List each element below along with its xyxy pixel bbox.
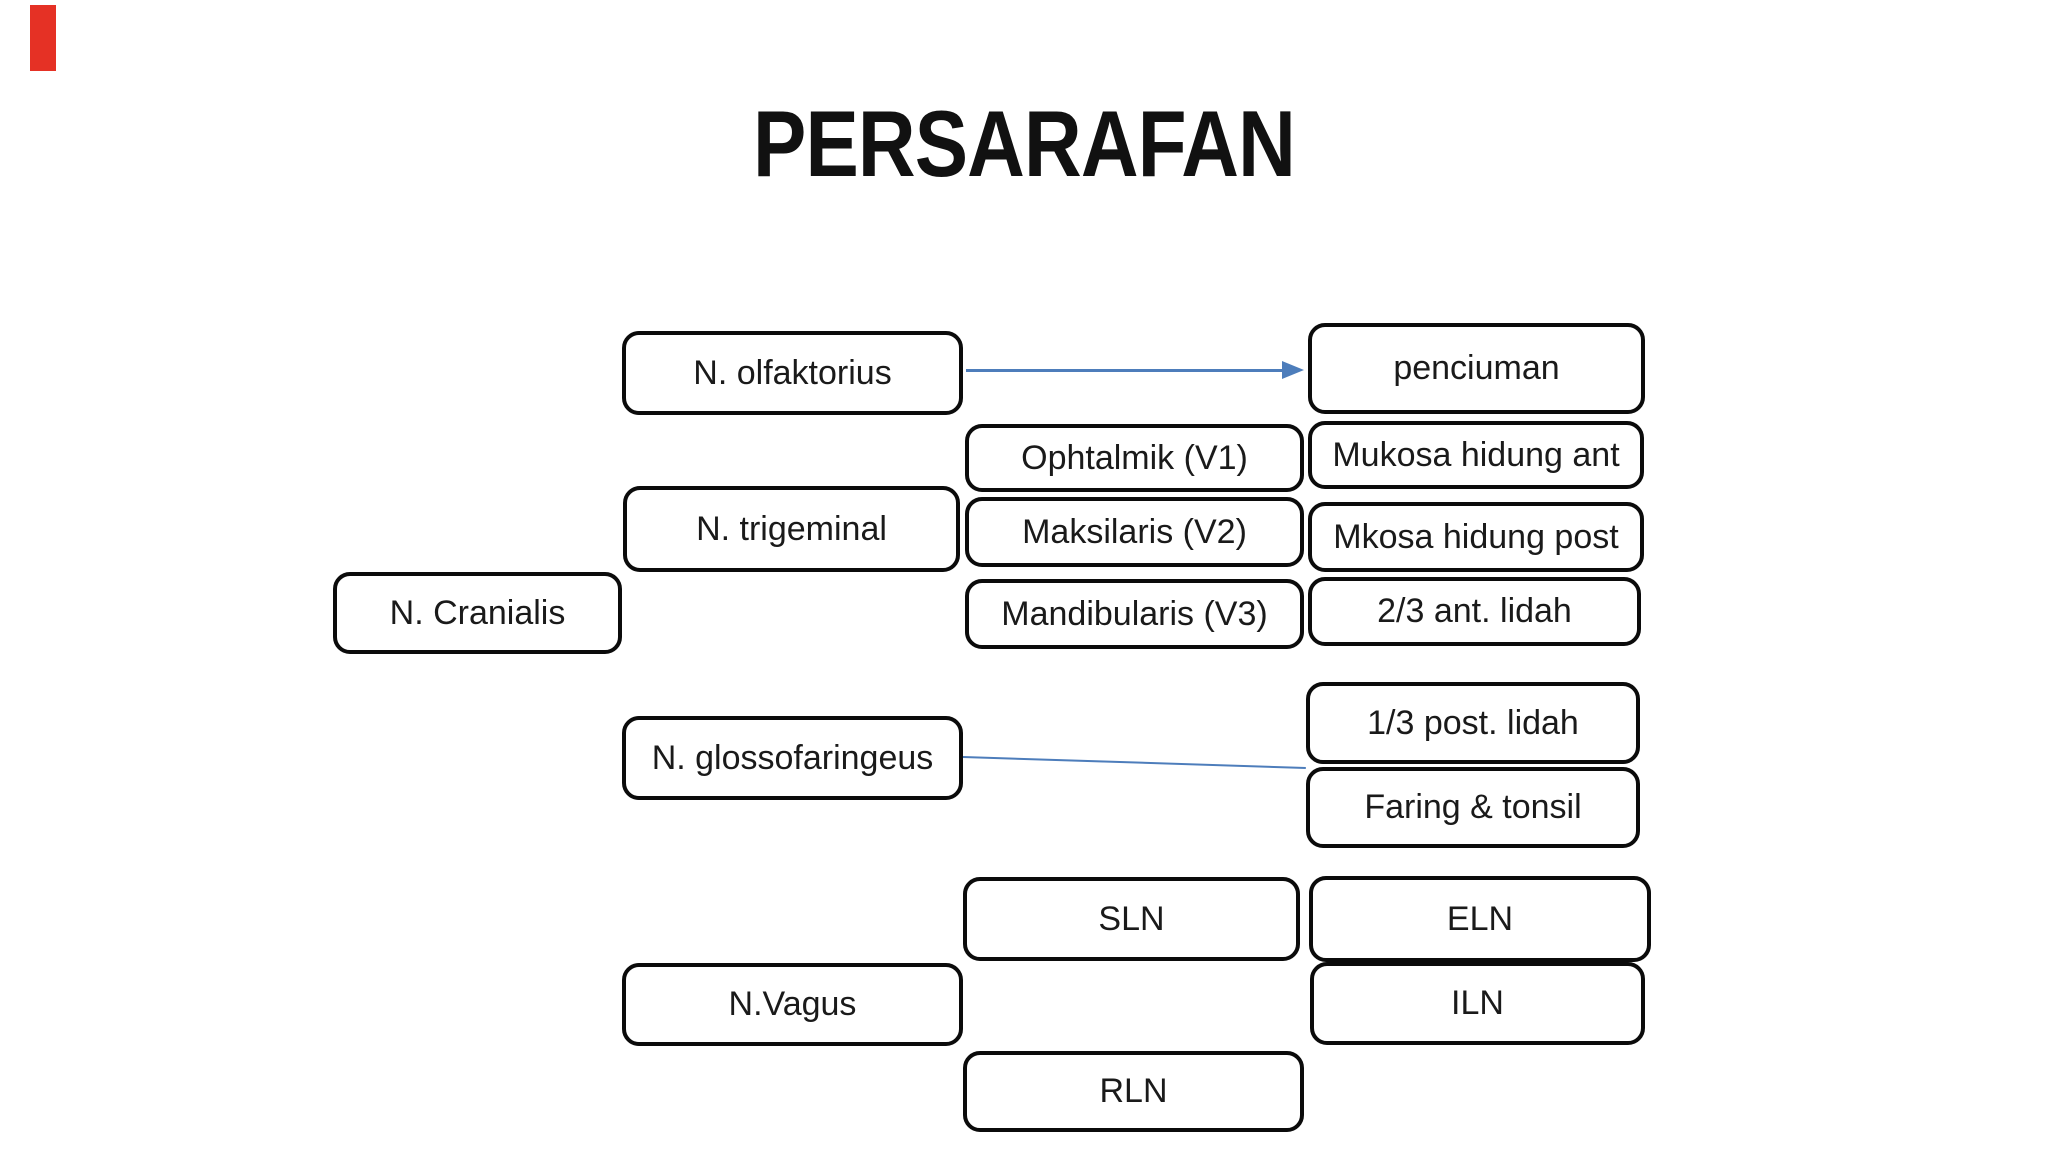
node-penciuman: penciuman	[1308, 323, 1645, 414]
node-mandibularis-v3: Mandibularis (V3)	[965, 579, 1304, 649]
node-n-glossofaringeus: N. glossofaringeus	[622, 716, 963, 800]
node-label: N. olfaktorius	[693, 353, 892, 392]
node-label: penciuman	[1393, 349, 1560, 387]
node-label: Ophtalmik (V1)	[1021, 438, 1248, 477]
node-mkosa-hidung-post: Mkosa hidung post	[1308, 502, 1644, 572]
node-label: N. glossofaringeus	[651, 738, 934, 777]
node-satu-per-tiga-post-lidah: 1/3 post. lidah	[1306, 682, 1640, 764]
node-label: 2/3 ant. lidah	[1377, 592, 1572, 630]
red-accent-bar	[30, 5, 56, 71]
node-label: SLN	[1098, 899, 1165, 938]
node-ophtalmik-v1: Ophtalmik (V1)	[965, 424, 1304, 492]
arrowhead-icon	[1282, 361, 1304, 379]
node-label: Mukosa hidung ant	[1332, 435, 1620, 474]
node-label: Maksilaris (V2)	[1022, 512, 1247, 551]
node-n-olfaktorius: N. olfaktorius	[622, 331, 963, 415]
slide-title: PERSARAFAN	[753, 91, 1296, 196]
arrow-olfaktorius-to-penciuman	[966, 361, 1304, 379]
node-mukosa-hidung-ant: Mukosa hidung ant	[1308, 421, 1644, 489]
node-faring-tonsil: Faring & tonsil	[1306, 767, 1640, 848]
node-rln: RLN	[963, 1051, 1304, 1132]
node-label: ILN	[1451, 984, 1504, 1022]
node-n-vagus: N.Vagus	[622, 963, 963, 1046]
node-label: N.Vagus	[728, 985, 857, 1023]
node-label: N. Cranialis	[389, 593, 566, 632]
node-label: Faring & tonsil	[1364, 788, 1582, 826]
node-label: Mkosa hidung post	[1333, 517, 1619, 556]
node-label: Mandibularis (V3)	[1001, 594, 1268, 633]
node-n-trigeminal: N. trigeminal	[623, 486, 960, 572]
node-maksilaris-v2: Maksilaris (V2)	[965, 497, 1304, 567]
node-label: 1/3 post. lidah	[1367, 703, 1579, 742]
node-label: N. trigeminal	[696, 509, 887, 548]
node-dua-per-tiga-ant-lidah: 2/3 ant. lidah	[1308, 577, 1641, 646]
line-glossofaringeus-to-targets	[962, 756, 1307, 769]
node-eln: ELN	[1309, 876, 1651, 962]
node-label: ELN	[1446, 899, 1514, 938]
node-iln: ILN	[1310, 962, 1645, 1045]
node-sln: SLN	[963, 877, 1300, 961]
node-label: RLN	[1099, 1072, 1168, 1110]
node-n-cranialis: N. Cranialis	[333, 572, 622, 654]
